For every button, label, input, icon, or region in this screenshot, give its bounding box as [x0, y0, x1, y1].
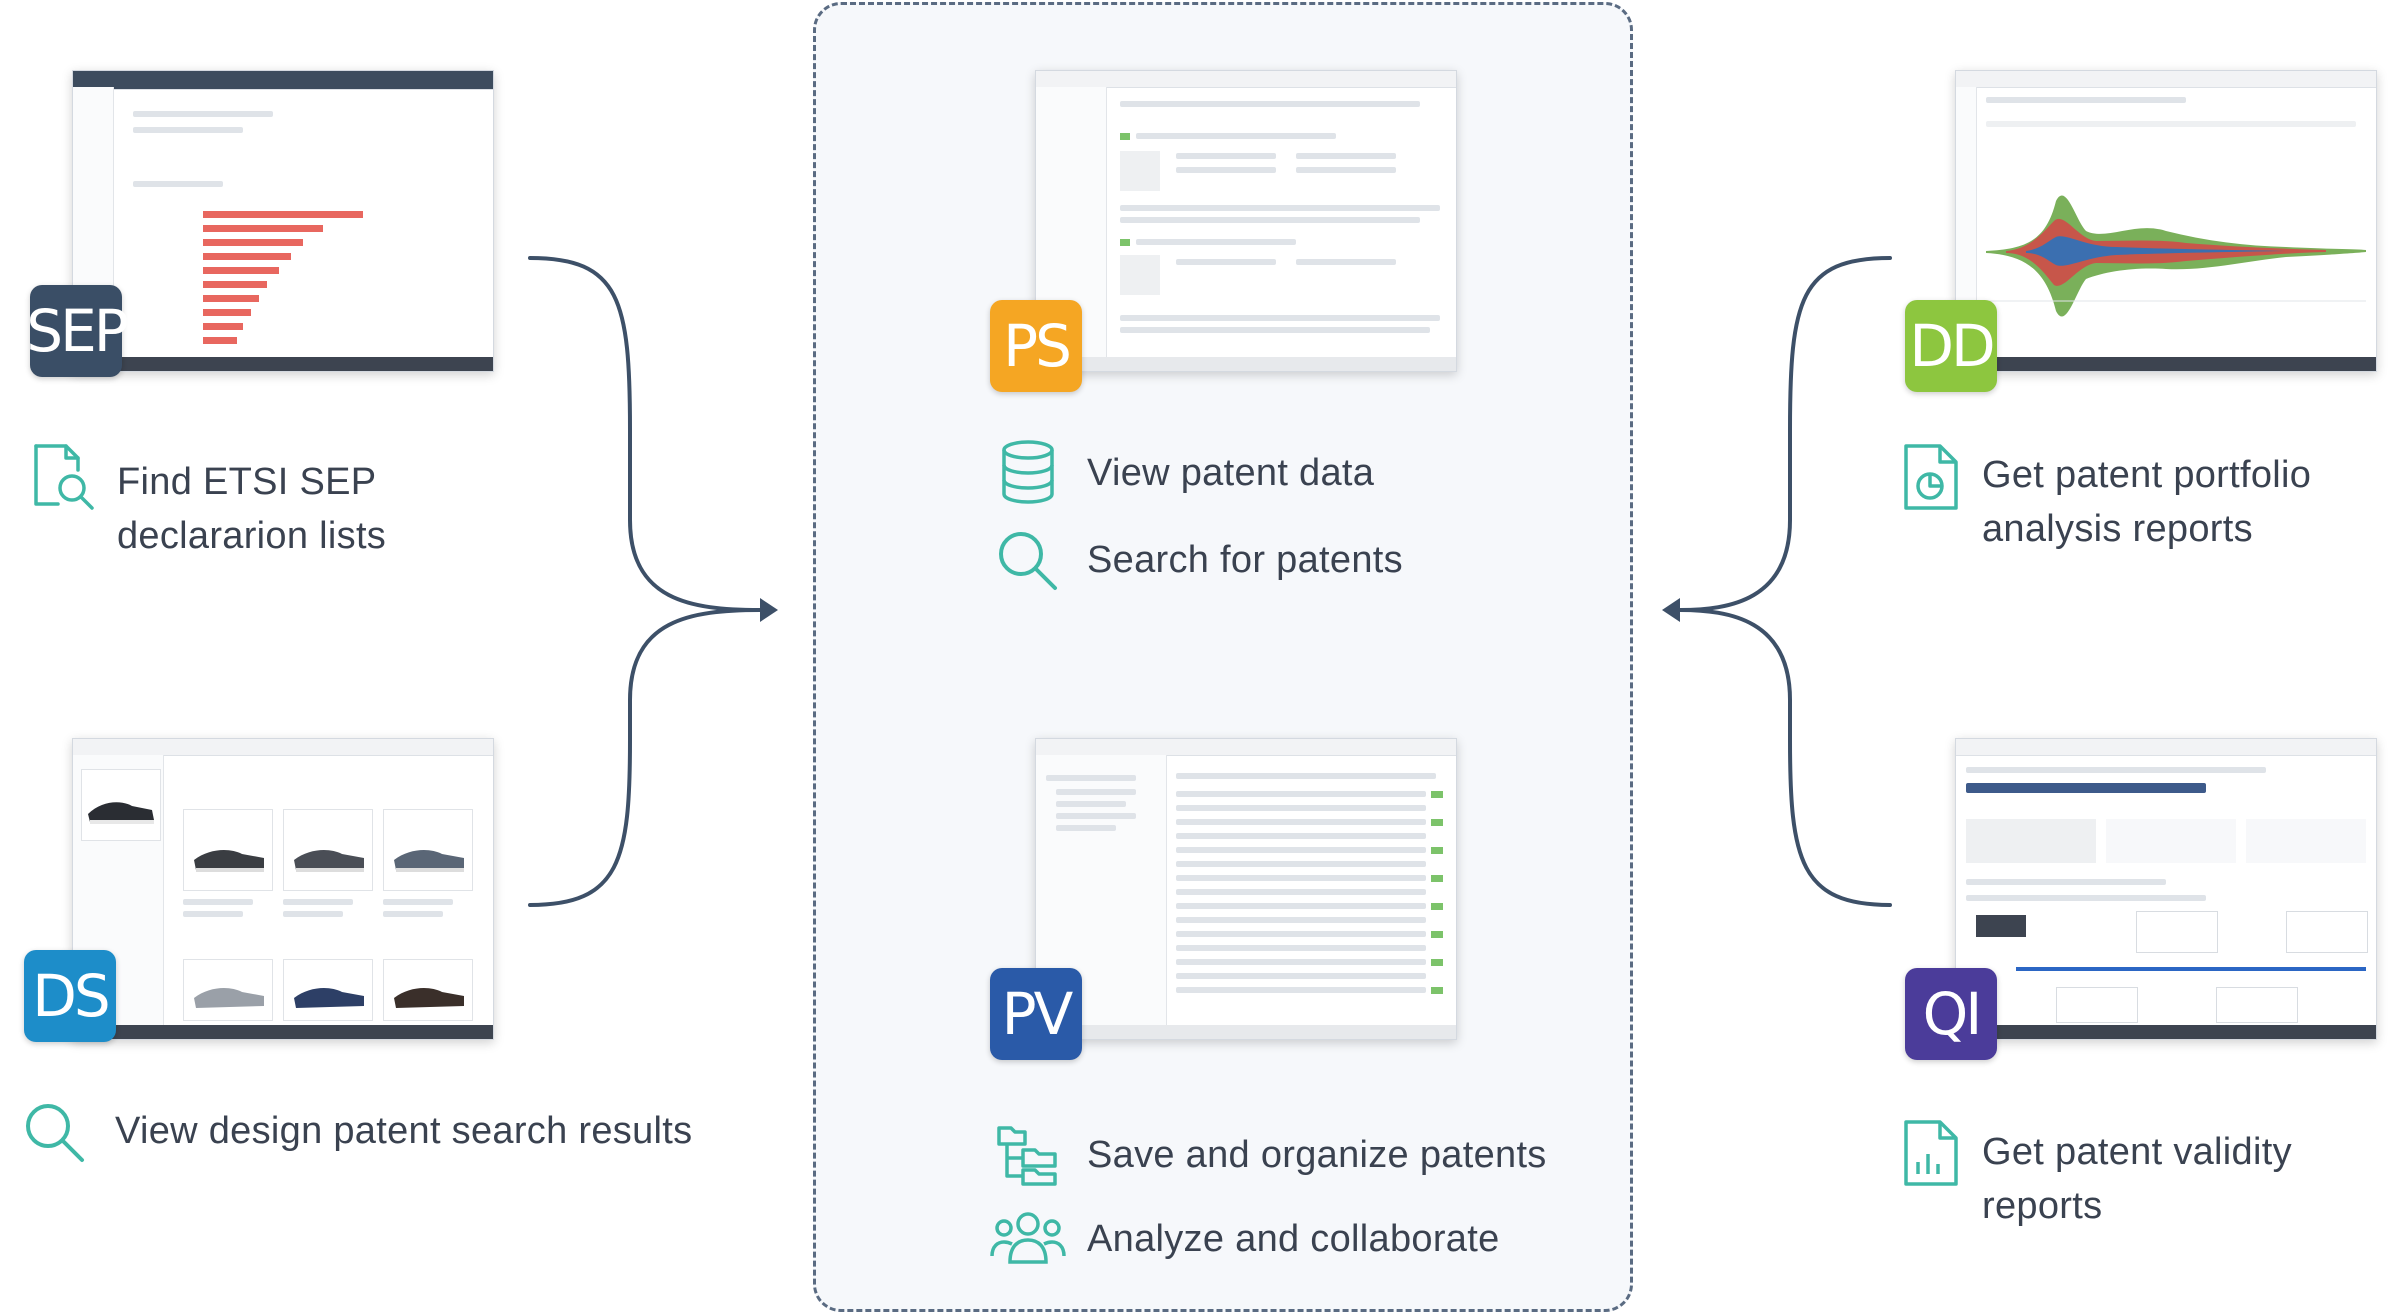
sep-logo: SEP	[26, 285, 129, 377]
search-patents-icon	[999, 532, 1057, 590]
left-arrowhead	[760, 598, 778, 622]
search-icon	[26, 1104, 84, 1162]
ds-screenshot	[72, 738, 494, 1040]
find-sep-label: Find ETSI SEP declararion lists	[117, 461, 387, 557]
sep-screenshot	[72, 70, 494, 372]
ps-logo: PS	[990, 300, 1082, 392]
folder-tree-icon	[997, 1126, 1057, 1186]
ds-logo: DS	[24, 950, 116, 1042]
dd-screenshot	[1955, 70, 2377, 372]
analyze-collaborate-label: Analyze and collaborate	[1087, 1218, 1500, 1260]
document-search-icon	[34, 444, 94, 510]
bar-chart-document-icon	[1904, 1120, 1958, 1186]
pv-logo: PV	[990, 968, 1082, 1060]
left-bottom-connector	[528, 608, 762, 907]
save-organize-label: Save and organize patents	[1087, 1134, 1547, 1176]
portfolio-report-label: Get patent portfolio analysis reports	[1982, 454, 2312, 550]
database-icon	[1002, 440, 1054, 504]
right-arrowhead	[1662, 598, 1680, 622]
users-icon	[990, 1212, 1066, 1264]
design-search-label: View design patent search results	[115, 1110, 693, 1152]
dd-logo: DD	[1905, 300, 1997, 392]
search-patents-label: Search for patents	[1087, 539, 1403, 581]
qi-screenshot	[1955, 738, 2377, 1040]
ps-screenshot	[1035, 70, 1457, 372]
validity-report-label: Get patent validity reports	[1982, 1131, 2292, 1227]
right-bottom-connector	[1678, 608, 1892, 907]
right-top-connector	[1678, 256, 1892, 612]
chart-document-icon	[1904, 444, 1958, 510]
qi-logo: QI	[1905, 968, 1997, 1060]
view-patent-data-label: View patent data	[1087, 452, 1375, 494]
left-top-connector	[528, 256, 762, 612]
pv-screenshot	[1035, 738, 1457, 1040]
